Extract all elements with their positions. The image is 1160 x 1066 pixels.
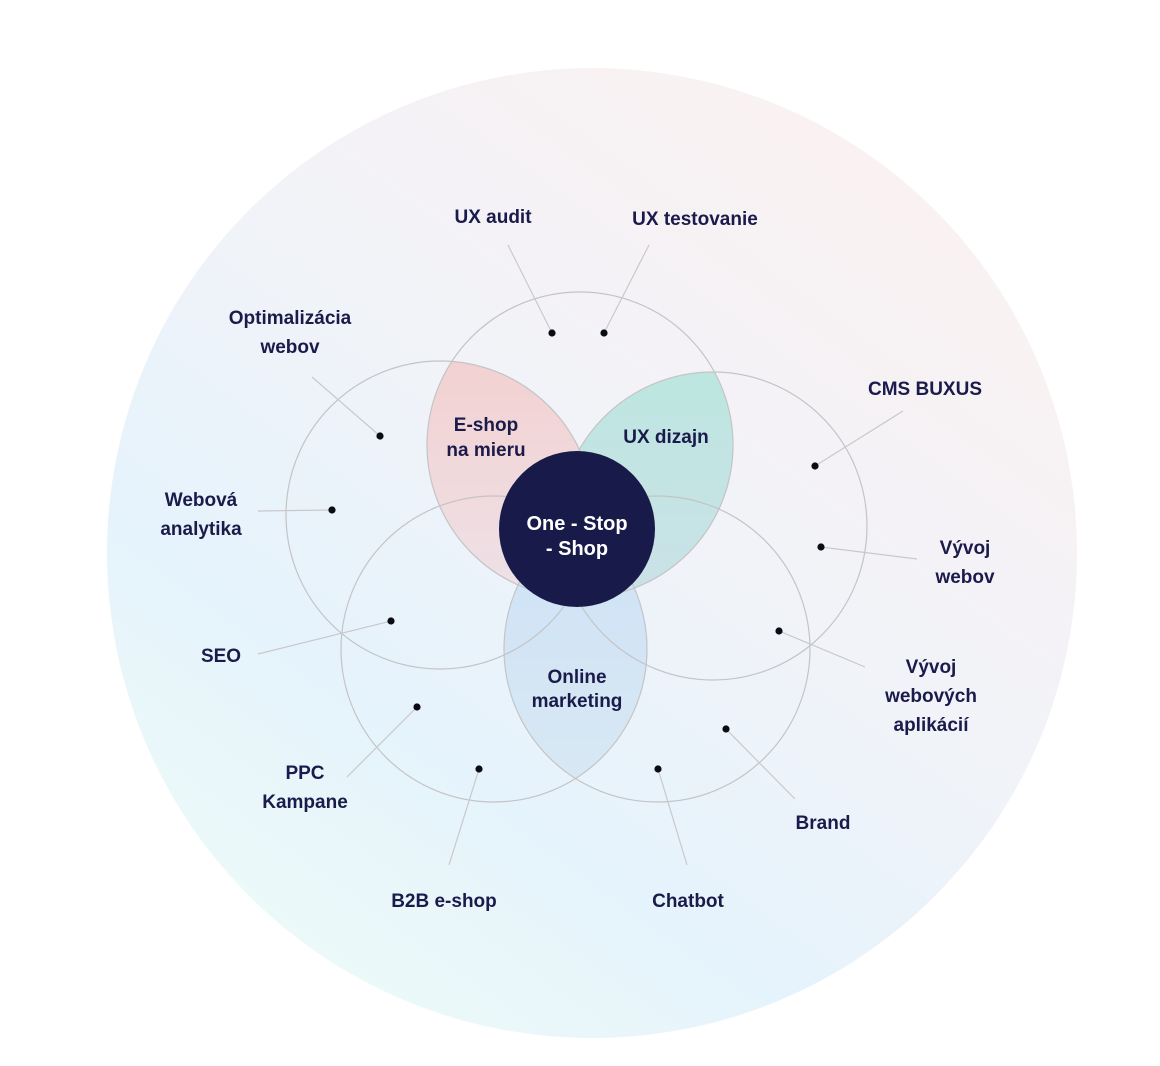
service-label-line: analytika [160,519,242,540]
service-label-line: SEO [201,646,241,667]
petal-label-line: marketing [532,691,623,712]
service-label-line: PPC [285,763,324,784]
service-label-line: aplikácií [894,715,970,736]
service-label-line: B2B e-shop [391,891,497,912]
service-label-chatbot[interactable]: Chatbot [652,891,724,912]
service-label-line: Vývoj [906,657,957,678]
service-label-line: webov [934,567,995,588]
service-label-line: Optimalizácia [229,308,352,329]
leader-lines [257,244,918,866]
service-label-line: Kampane [262,792,348,813]
service-label-line: Webová [165,490,238,511]
marker-dot-optimalizacia-webov [376,432,384,440]
service-label-line: Chatbot [652,891,724,912]
marker-dot-b2b-eshop [475,765,483,773]
service-label-line: webových [884,686,977,707]
center-circle [499,451,655,607]
leader-line-vyvoj-webov [820,546,918,560]
service-label-ppc-kampane[interactable]: PPC Kampane [262,763,348,813]
marker-dot-ppc-kampane [413,703,421,711]
marker-dot-ux-testovanie [600,329,608,337]
center-label-line-1: One - Stop [526,513,627,535]
marker-dot-webova-analytika [328,506,336,514]
petal-label-ux-dizajn[interactable]: UX dizajn [623,427,709,448]
leader-line-cms-buxus [814,410,904,467]
leader-line-brand [725,728,796,800]
leader-line-chatbot [657,768,688,866]
service-label-cms-buxus[interactable]: CMS BUXUS [868,379,982,400]
service-label-vyvoj-webov[interactable]: Vývoj webov [934,538,995,588]
service-label-ux-testovanie[interactable]: UX testovanie [632,209,758,230]
service-label-optimalizacia-webov[interactable]: Optimalizácia webov [229,308,352,358]
service-label-brand[interactable]: Brand [796,813,851,834]
service-label-line: CMS BUXUS [868,379,982,400]
service-label-line: webov [259,337,320,358]
center-hub[interactable]: One - Stop - Shop [499,451,655,607]
petal-label-line: E-shop [454,415,518,436]
leader-line-webova-analytika [257,509,333,512]
leader-line-optimalizacia-webov [311,376,381,437]
marker-dot-seo [387,617,395,625]
service-label-line: UX audit [454,207,532,228]
marker-dot-chatbot [654,765,662,773]
marker-dot-cms-buxus [811,462,819,470]
marker-dot-vyvoj-webov [817,543,825,551]
petal-label-eshop[interactable]: E-shop na mieru [446,415,525,461]
marker-dot-ux-audit [548,329,556,337]
leader-line-seo [257,620,392,655]
service-label-line: Brand [796,813,851,834]
ring-bottom-right [503,495,811,803]
center-label-line-2: - Shop [546,538,608,560]
leader-line-vyvoj-webovych-aplikacii [778,630,866,668]
marker-dot-vyvoj-webovych-aplikacii [775,627,783,635]
leader-line-ux-testovanie [603,244,650,334]
service-label-line: UX testovanie [632,209,758,230]
service-label-seo[interactable]: SEO [201,646,241,667]
petal-label-line: Online [547,667,606,688]
service-label-vyvoj-webovych-aplikacii[interactable]: Vývoj webových aplikácií [884,657,977,736]
service-label-ux-audit[interactable]: UX audit [454,207,532,228]
petal-label-line: na mieru [446,440,525,461]
service-label-webova-analytika[interactable]: Webová analytika [160,490,242,540]
marker-dot-brand [722,725,730,733]
leader-line-b2b-eshop [448,768,480,866]
service-label-line: Vývoj [940,538,991,559]
leader-line-ppc-kampane [346,706,418,778]
ring-bottom-left [340,495,648,803]
petal-label-line: UX dizajn [623,427,709,448]
service-label-b2b-eshop[interactable]: B2B e-shop [391,891,497,912]
petal-label-online-marketing[interactable]: Online marketing [532,667,623,712]
leader-line-ux-audit [507,244,553,334]
